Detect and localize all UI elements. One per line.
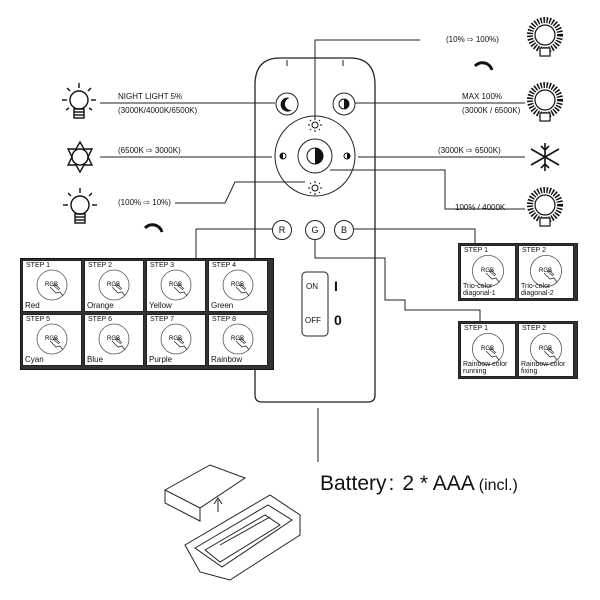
switch-on-symbol: I <box>334 278 338 294</box>
r-button[interactable]: R <box>272 220 292 240</box>
default-label: 100% / 4000K <box>455 203 506 212</box>
step-number: STEP 1 <box>464 247 488 254</box>
moon-icon <box>280 97 292 112</box>
touch-label: RGB <box>45 282 58 288</box>
bulb-bright-icon <box>527 82 563 122</box>
step-cell: STEP 3 RGB Yellow <box>146 260 206 312</box>
cct-right-label: (3000K ⇨ 6500K) <box>438 146 501 155</box>
step-cell: STEP 4 RGB Green <box>208 260 268 312</box>
step-cell: STEP 2 RGB Rainbow color fixing <box>518 323 574 377</box>
step-cell: STEP 8 RGB Rainbow <box>208 314 268 366</box>
touch-hand-icon: RGB <box>98 323 130 355</box>
touch-hand-icon: RGB <box>36 323 68 355</box>
max-cct-label: (3000K / 6500K) <box>462 106 521 115</box>
step-number: STEP 5 <box>26 316 50 323</box>
touch-label: RGB <box>231 336 244 342</box>
step-number: STEP 4 <box>212 262 236 269</box>
touch-label: RGB <box>481 346 494 352</box>
step-cell: STEP 6 RGB Blue <box>84 314 144 366</box>
step-number: STEP 8 <box>212 316 236 323</box>
touch-hand-icon: RGB <box>529 332 563 366</box>
step-number: STEP 2 <box>88 262 112 269</box>
step-cell: STEP 2 RGB Trio-color diagonal-2 <box>518 245 574 299</box>
touch-hand-icon: RGB <box>222 323 254 355</box>
sun-small-icon <box>308 181 322 195</box>
night-light-label: NIGHT LIGHT 5% <box>118 92 183 101</box>
battery-text: Battery:2 * AAA(incl.) <box>320 472 518 496</box>
touch-label: RGB <box>107 282 120 288</box>
battery-sep: : <box>388 472 395 495</box>
step-name: Rainbow <box>211 355 243 364</box>
snowflake-icon <box>530 143 560 171</box>
half-circle-icon <box>338 98 350 110</box>
touch-hand-icon: RGB <box>160 269 192 301</box>
step-name: Blue <box>87 355 104 364</box>
battery-incl: (incl.) <box>478 477 518 494</box>
touch-hand-icon: RGB <box>471 332 505 366</box>
cct-left-label: (6500K ⇨ 3000K) <box>118 146 181 155</box>
step-name: Red <box>25 301 40 310</box>
max-label: MAX 100% <box>462 92 503 101</box>
step-number: STEP 2 <box>522 247 546 254</box>
touch-hand-icon: RGB <box>222 269 254 301</box>
bulb-rays-icon <box>63 188 97 224</box>
touch-label: RGB <box>539 346 552 352</box>
step-name: Purple <box>149 355 173 364</box>
touch-label: RGB <box>231 282 244 288</box>
step-number: STEP 6 <box>88 316 112 323</box>
battery-spec: 2 * AAA <box>402 472 475 495</box>
dim-up-label: (10% ⇨ 100%) <box>446 35 499 44</box>
touch-label: RGB <box>481 268 494 274</box>
step-cell: STEP 7 RGB Purple <box>146 314 206 366</box>
g-button[interactable]: G <box>305 220 325 240</box>
step-name: Cyan <box>25 355 44 364</box>
step-name: Rainbow color running <box>463 361 508 375</box>
step-cell: STEP 1 RGB Trio-color diagonal-1 <box>460 245 516 299</box>
dim-arrow-icon <box>143 223 164 233</box>
bulb-rays-icon <box>62 83 96 119</box>
touch-hand-icon: RGB <box>471 254 505 288</box>
touch-label: RGB <box>107 336 120 342</box>
touch-hand-icon: RGB <box>529 254 563 288</box>
step-number: STEP 7 <box>150 316 174 323</box>
touch-label: RGB <box>45 336 58 342</box>
dim-arrow-icon <box>473 61 494 71</box>
step-cell: STEP 2 RGB Orange <box>84 260 144 312</box>
step-name: Orange <box>87 301 114 310</box>
touch-label: RGB <box>539 268 552 274</box>
touch-label: RGB <box>169 282 182 288</box>
touch-hand-icon: RGB <box>36 269 68 301</box>
switch-off-label[interactable]: OFF <box>305 316 321 325</box>
step-name: Trio-color diagonal-2 <box>521 283 554 297</box>
bulb-bright-icon <box>527 187 563 227</box>
step-cell: STEP 1 RGB Red <box>22 260 82 312</box>
switch-on-label: ON <box>306 282 318 291</box>
step-number: STEP 3 <box>150 262 174 269</box>
step-cell: STEP 5 RGB Cyan <box>22 314 82 366</box>
step-name: Green <box>211 301 234 310</box>
sun-small-icon <box>308 118 322 132</box>
night-light-cct-label: (3000K/4000K/6500K) <box>118 106 198 115</box>
step-name: Yellow <box>149 301 172 310</box>
step-name: Trio-color diagonal-1 <box>463 283 496 297</box>
step-cell: STEP 1 RGB Rainbow color running <box>460 323 516 377</box>
switch-off-symbol: 0 <box>334 312 342 328</box>
battery-cover-icon <box>163 464 301 581</box>
step-number: STEP 1 <box>464 325 488 332</box>
step-number: STEP 1 <box>26 262 50 269</box>
touch-hand-icon: RGB <box>160 323 192 355</box>
sun-outline-icon <box>66 140 94 174</box>
b-button[interactable]: B <box>334 220 354 240</box>
touch-hand-icon: RGB <box>98 269 130 301</box>
step-number: STEP 2 <box>522 325 546 332</box>
bulb-bright-icon <box>527 17 563 57</box>
dim-down-label: (100% ⇨ 10%) <box>118 198 171 207</box>
battery-word: Battery <box>320 472 387 495</box>
touch-label: RGB <box>169 336 182 342</box>
step-name: Rainbow color fixing <box>521 361 566 375</box>
